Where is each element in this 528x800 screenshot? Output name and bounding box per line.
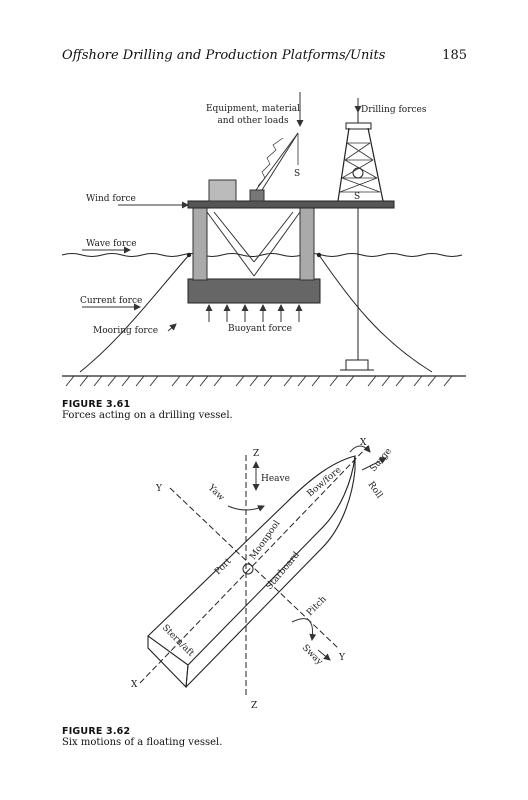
label-sway: Sway [300,643,325,668]
axis-label-x-bottom: X [131,680,138,690]
figure-3-62-label: FIGURE 3.62 [62,726,131,737]
label-s-derrick: S [354,192,360,202]
label-roll: Roll [366,480,385,501]
label-s-crane: S [294,169,300,179]
page-number: 185 [442,48,467,63]
label-starboard: Starboard [265,550,302,592]
axis-label-z-top: Z [253,449,259,459]
label-stern-aft: Stern/aft [160,623,196,659]
figure-3-61-label: FIGURE 3.61 [62,399,131,410]
axis-label-y-right: Y [338,653,346,663]
figure-3-62-drawing [139,445,387,695]
label-yaw: Yaw [205,482,226,503]
figure-3-62-caption: Six motions of a floating vessel. [62,737,223,748]
label-wave-force: Wave force [86,239,137,249]
label-equipment-2: and other loads [217,116,289,126]
axis-label-z-bottom: Z [251,701,257,711]
label-surge: Surge [369,447,394,474]
label-drilling-forces: Drilling forces [361,105,427,115]
label-wind-force: Wind force [86,194,136,204]
axis-label-x-top: X [360,438,367,448]
label-port: Port [213,556,234,577]
label-mooring-force: Mooring force [93,326,158,336]
figure-3-61-caption: Forces acting on a drilling vessel. [62,410,233,421]
label-buoyant-force: Buoyant force [228,324,292,334]
label-current-force: Current force [80,296,142,306]
running-header-title: Offshore Drilling and Production Platfor… [62,48,386,63]
axis-label-y-left: Y [155,484,163,494]
label-heave: Heave [261,474,290,484]
figure-3-61-drawing [61,92,466,387]
label-equipment: Equipment, material [206,104,300,114]
label-pitch: Pitch [305,594,329,618]
